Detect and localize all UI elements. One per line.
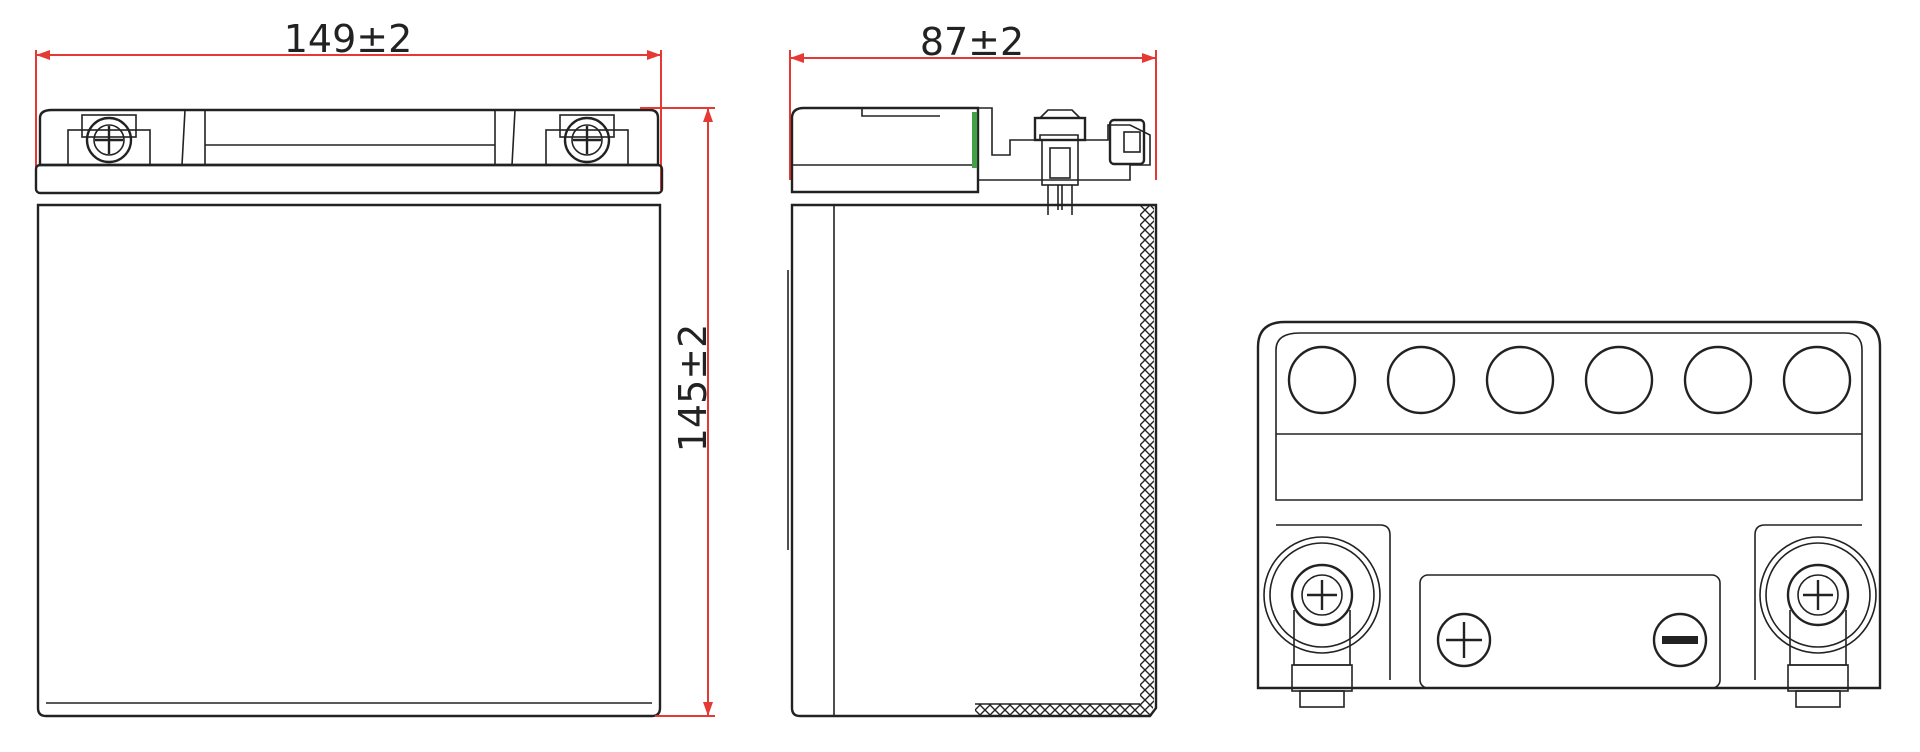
side-body	[790, 203, 1158, 718]
height-dimension: 145±2	[640, 107, 715, 717]
side-floor-hatch	[975, 704, 1153, 716]
front-lid-rim	[34, 163, 664, 195]
top-view	[1256, 320, 1882, 708]
front-terminal-left	[67, 114, 151, 166]
top-terminal-left	[1263, 536, 1381, 708]
vent-cap	[1683, 345, 1753, 415]
front-terminal-right	[545, 114, 629, 166]
depth-label: 87±2	[920, 20, 1024, 64]
vent-cap	[1485, 345, 1555, 415]
vent-cap	[1584, 345, 1654, 415]
width-dimension: 149±2	[35, 17, 662, 190]
vent-cap	[1287, 345, 1357, 415]
plus-icon	[1436, 612, 1492, 668]
top-outline	[1256, 320, 1882, 690]
depth-dimension: 87±2	[789, 20, 1157, 180]
polarity-plate	[1419, 574, 1721, 689]
vent-caps	[1287, 345, 1852, 415]
width-label: 149±2	[284, 17, 413, 61]
side-view: 87±2	[787, 20, 1158, 718]
side-wall-hatch	[1140, 205, 1154, 705]
vent-cap	[1386, 345, 1456, 415]
vent-highlight	[972, 112, 978, 168]
vent-cap	[1782, 345, 1852, 415]
side-lid	[790, 106, 980, 194]
minus-icon	[1652, 612, 1708, 668]
top-terminal-right	[1759, 536, 1877, 708]
front-body	[36, 203, 662, 718]
side-terminal	[1033, 109, 1146, 215]
side-lid-hatch	[977, 107, 1151, 181]
front-view: 149±2	[34, 17, 715, 718]
height-label: 145±2	[671, 324, 715, 453]
